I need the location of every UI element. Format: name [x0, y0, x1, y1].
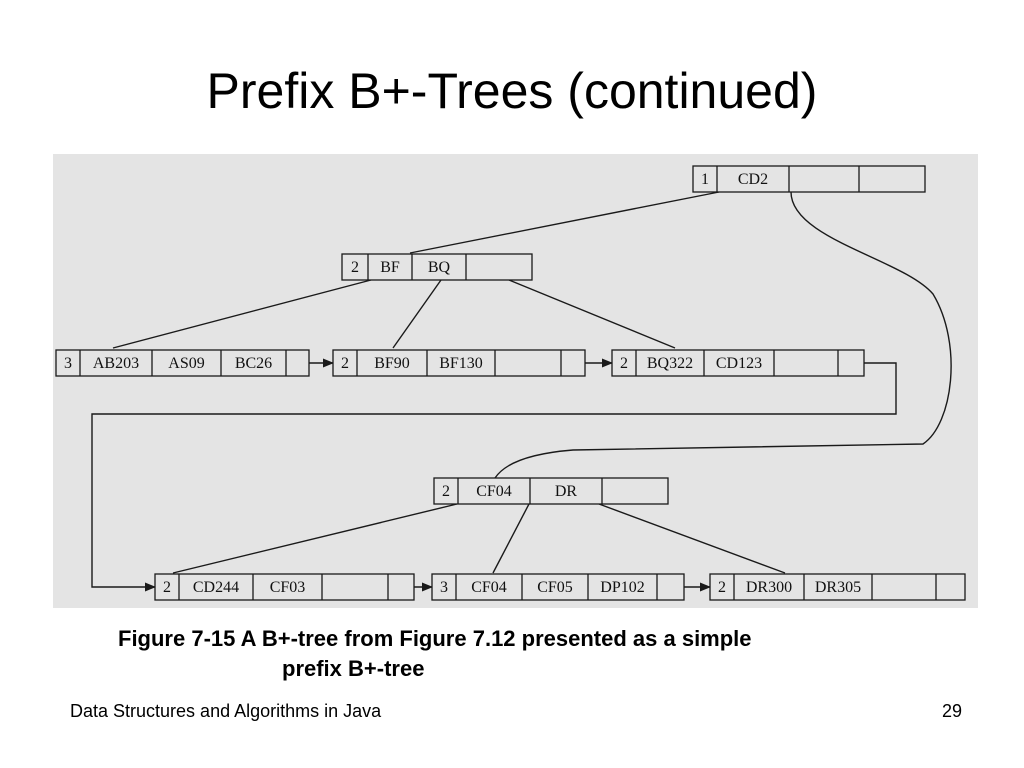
- root-key-count: 1: [701, 171, 709, 188]
- leaf-node-6: 2 DR300 DR305: [709, 573, 966, 601]
- inner_left-key: BQ: [428, 259, 451, 276]
- root-key: CD2: [738, 171, 768, 188]
- figure-caption: Figure 7-15 A B+-tree from Figure 7.12 p…: [118, 624, 948, 684]
- leaf-node-5: 3 CF04 CF05 DP102: [431, 573, 685, 601]
- leaf1-key: BC26: [235, 355, 272, 372]
- leaf6-key: DR300: [746, 579, 792, 596]
- leaf-node-4: 2 CD244 CF03: [154, 573, 415, 601]
- leaf6-box: [709, 573, 966, 601]
- tree-edges: [91, 191, 952, 592]
- leaf3-box: [611, 349, 865, 377]
- leaf6-key: DR305: [815, 579, 861, 596]
- leaf-node-2: 2 BF90 BF130: [332, 349, 586, 377]
- edge-inner-right-to-leaf6: [598, 503, 786, 574]
- edge-inner-right-to-leaf4: [172, 503, 458, 574]
- inner_right-box: [433, 477, 669, 505]
- root-box: [692, 165, 926, 193]
- inner_left-key: BF: [380, 259, 400, 276]
- root-node: 1 CD2: [692, 165, 926, 193]
- leaf6-key-count: 2: [718, 579, 726, 596]
- footer-text: Data Structures and Algorithms in Java: [70, 701, 382, 721]
- inner_right-key: DR: [555, 483, 578, 500]
- inner-node-left: 2 BF BQ: [341, 253, 533, 281]
- edge-root-to-inner-left: [409, 191, 720, 254]
- leaf4-key-count: 2: [163, 579, 171, 596]
- edge-inner-left-to-leaf2: [392, 279, 442, 349]
- page-number: 29: [941, 701, 962, 721]
- leaf1-key: AB203: [93, 355, 139, 372]
- leaf2-key: BF130: [439, 355, 483, 372]
- edge-inner-right-to-leaf5: [492, 503, 530, 574]
- leaf3-key: BQ322: [647, 355, 693, 372]
- edge-root-to-inner-right: [494, 191, 952, 479]
- leaf4-box: [154, 573, 415, 601]
- edge-inner-left-to-leaf3: [508, 279, 676, 349]
- leaf3-key-count: 2: [620, 355, 628, 372]
- leaf-node-3: 2 BQ322 CD123: [611, 349, 865, 377]
- leaf1-box: [55, 349, 310, 377]
- leaf2-key: BF90: [374, 355, 410, 372]
- leaf5-key: CF05: [537, 579, 573, 596]
- inner-node-right: 2 CF04 DR: [433, 477, 669, 505]
- leaf1-key: AS09: [168, 355, 204, 372]
- inner_right-key: CF04: [476, 483, 512, 500]
- edge-inner-left-to-leaf1: [112, 279, 372, 349]
- leaf5-key: CF04: [471, 579, 507, 596]
- leaf1-key-count: 3: [64, 355, 72, 372]
- leaf5-key: DP102: [600, 579, 644, 596]
- inner_left-box: [341, 253, 533, 281]
- leaf5-box: [431, 573, 685, 601]
- leaf5-key-count: 3: [440, 579, 448, 596]
- leaf2-key-count: 2: [341, 355, 349, 372]
- leaf4-key: CF03: [270, 579, 306, 596]
- link-leaf3-to-leaf4: [91, 362, 897, 592]
- caption-line-2: prefix B+-tree: [282, 656, 425, 681]
- inner_right-key-count: 2: [442, 483, 450, 500]
- caption-line-1: Figure 7-15 A B+-tree from Figure 7.12 p…: [118, 626, 752, 651]
- leaf2-box: [332, 349, 586, 377]
- leaf3-key: CD123: [716, 355, 762, 372]
- slide-title: Prefix B+-Trees (continued): [206, 63, 818, 119]
- leaf4-key: CD244: [193, 579, 239, 596]
- inner_left-key-count: 2: [351, 259, 359, 276]
- leaf-node-1: 3 AB203 AS09 BC26: [55, 349, 310, 377]
